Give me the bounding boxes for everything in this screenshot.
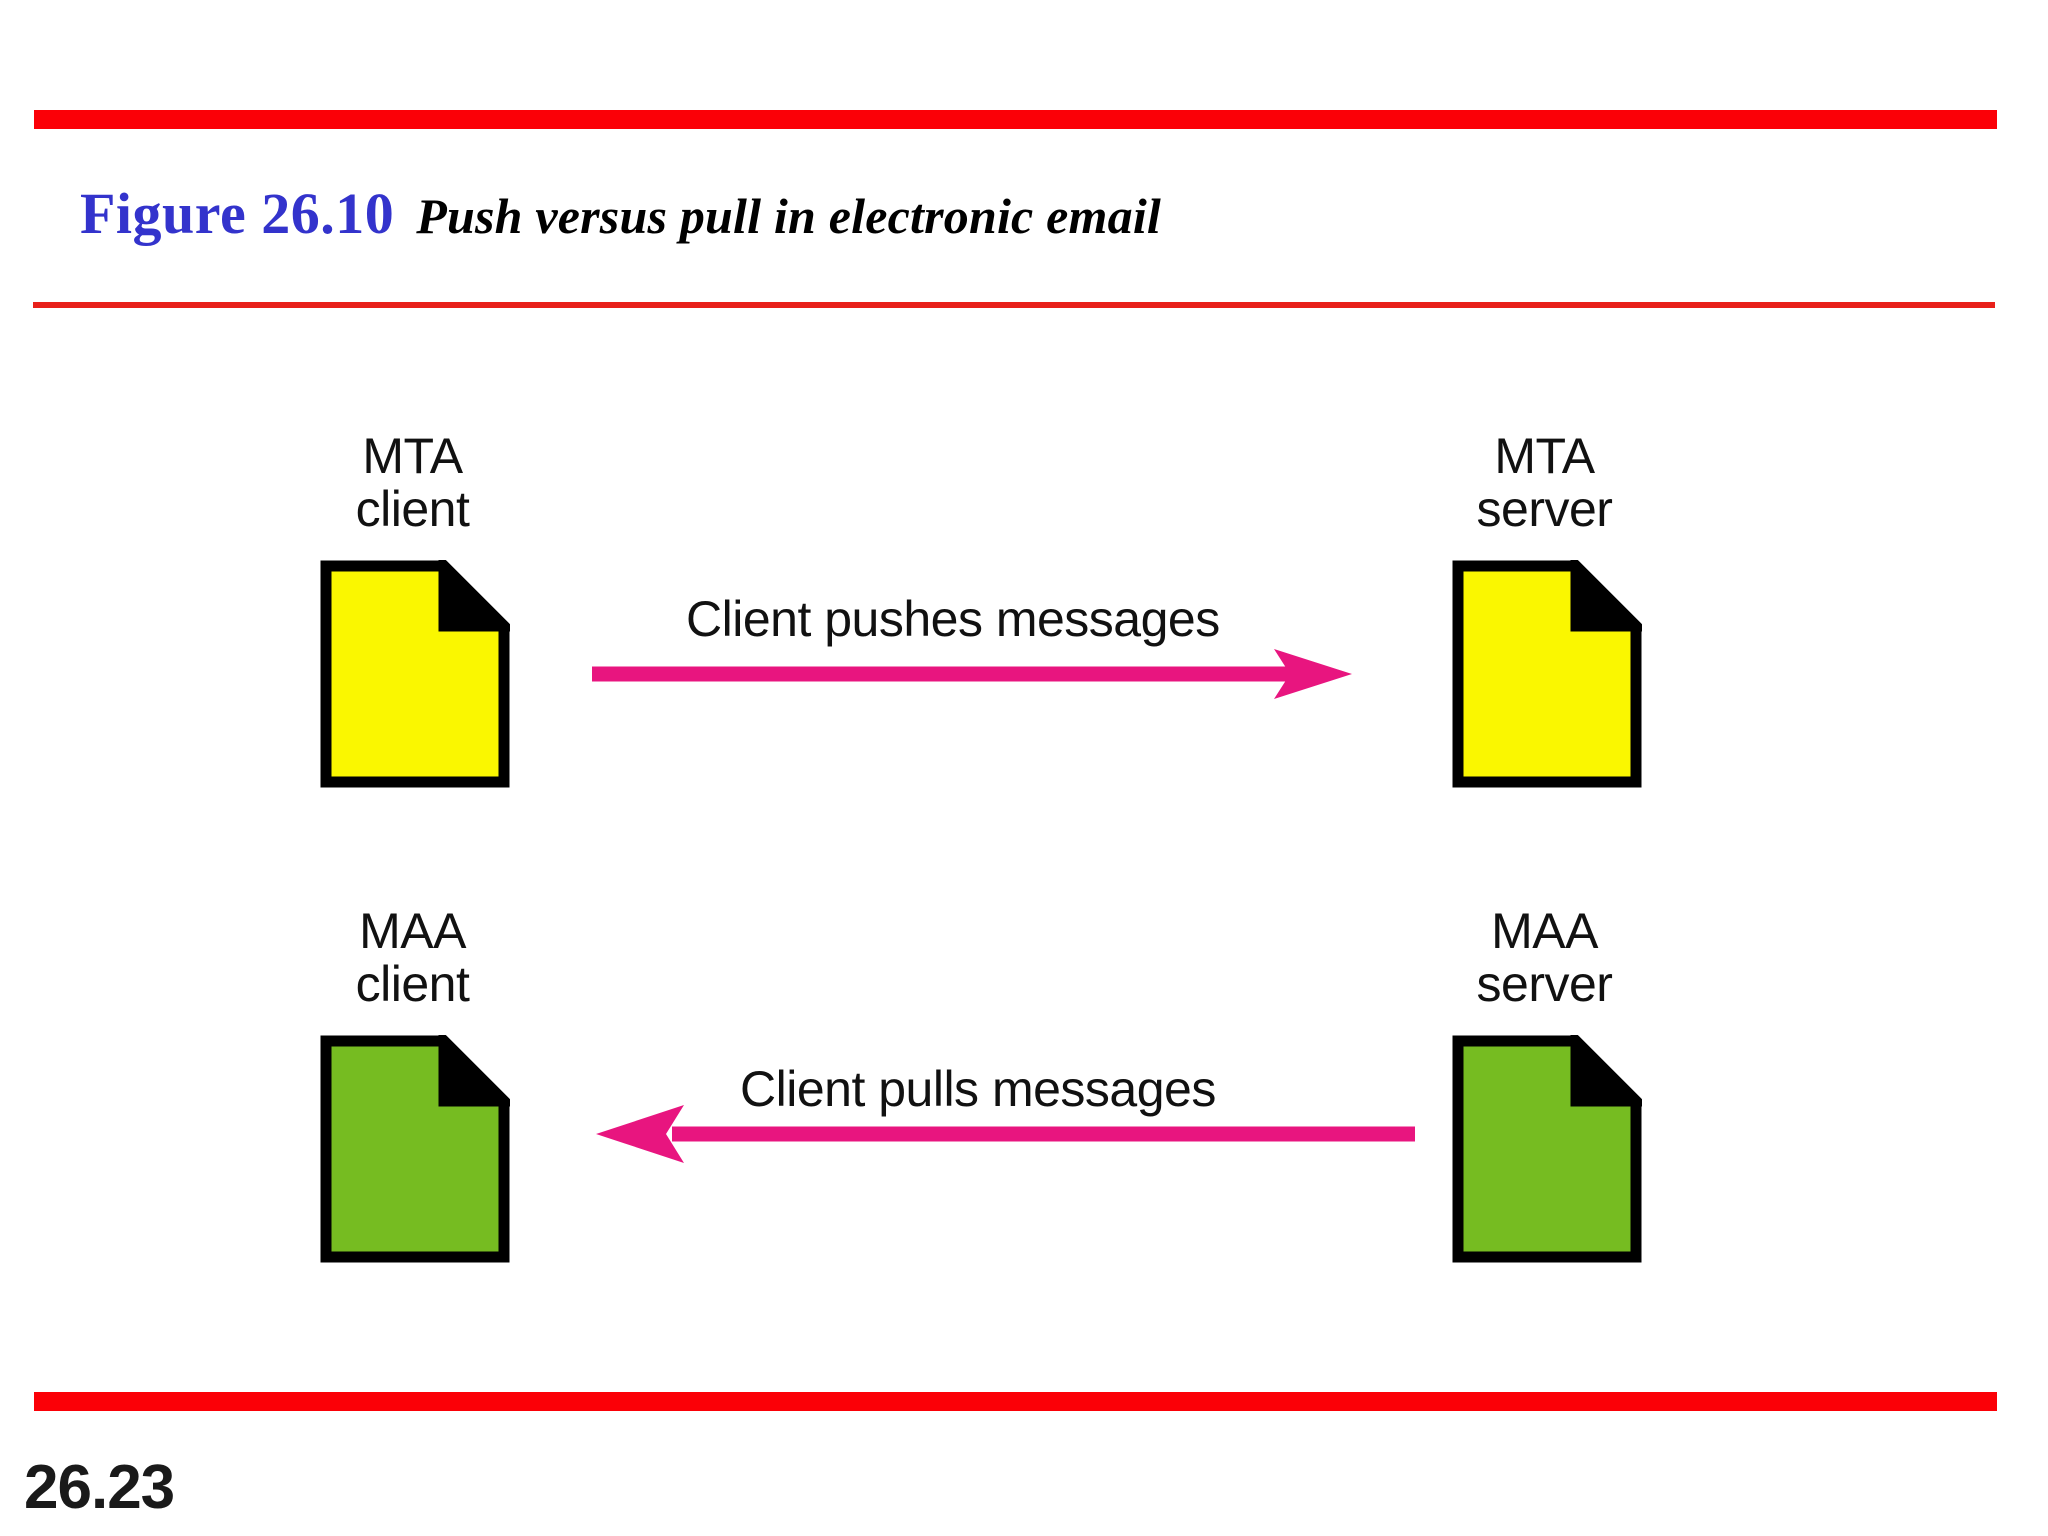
document-icon bbox=[1452, 1035, 1642, 1263]
title-underline-rule bbox=[33, 302, 1995, 308]
push-arrow-caption: Client pushes messages bbox=[686, 591, 1220, 647]
push-arrow bbox=[590, 645, 1360, 705]
document-icon bbox=[320, 560, 510, 788]
pull-arrow bbox=[592, 1105, 1417, 1165]
node-maa-server-label: MAA server bbox=[1476, 903, 1613, 1012]
node-maa-client-label: MAA client bbox=[355, 903, 470, 1012]
page-number: 26.23 bbox=[24, 1453, 175, 1522]
document-icon bbox=[1452, 560, 1642, 788]
top-red-bar bbox=[34, 110, 1997, 129]
node-mta-client-label: MTA client bbox=[355, 428, 470, 537]
pull-arrow-caption: Client pulls messages bbox=[740, 1061, 1216, 1117]
document-icon bbox=[320, 1035, 510, 1263]
figure-label: Figure 26.10 bbox=[80, 181, 395, 246]
bottom-red-bar bbox=[34, 1392, 1997, 1411]
node-mta-server-label: MTA server bbox=[1476, 428, 1613, 537]
figure-caption: Push versus pull in electronic email bbox=[416, 188, 1161, 244]
